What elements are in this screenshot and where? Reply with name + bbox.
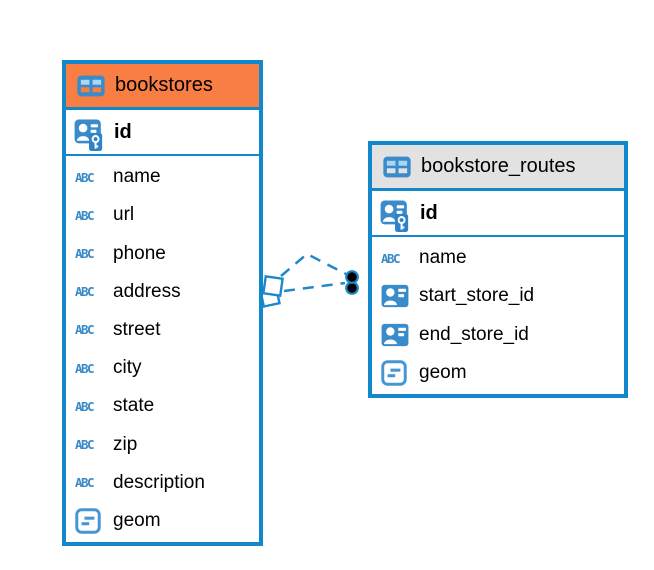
table-header[interactable]: bookstores	[66, 64, 259, 110]
text-type-icon: ABC	[75, 246, 95, 261]
table-header[interactable]: bookstore_routes	[372, 145, 624, 191]
column-row[interactable]: start_store_id	[372, 277, 624, 315]
table-icon	[382, 154, 412, 180]
primary-key-icon	[74, 118, 106, 152]
column-row[interactable]: geom	[372, 354, 624, 392]
table-title: bookstores	[115, 74, 213, 96]
text-type-icon: ABC	[75, 284, 95, 300]
primary-key-label: id	[420, 201, 438, 224]
primary-key-label: id	[114, 120, 132, 143]
column-label: address	[113, 280, 181, 302]
column-label: zip	[113, 433, 138, 455]
table-bookstore-routes[interactable]: bookstore_routes id	[368, 141, 628, 398]
text-type-icon: ABC	[75, 360, 95, 376]
text-type-icon: ABC	[75, 437, 95, 453]
column-row[interactable]: ABC url	[66, 196, 259, 234]
relationship-line-upper[interactable]	[280, 252, 349, 277]
reference-type-icon	[381, 284, 411, 308]
text-type-icon: ABC	[75, 322, 95, 338]
table-icon	[76, 73, 106, 99]
column-row[interactable]: ABC description	[66, 464, 259, 502]
column-label: phone	[113, 242, 166, 264]
geometry-type-icon	[75, 508, 105, 534]
column-row[interactable]: ABC street	[66, 311, 259, 349]
diamond-endpoint-icon	[259, 275, 284, 308]
column-label: geom	[113, 509, 161, 531]
column-row[interactable]: ABC phone	[66, 234, 259, 272]
column-row[interactable]: ABC name	[372, 239, 624, 277]
text-type-icon: ABC	[75, 207, 95, 223]
column-row[interactable]: ABC zip	[66, 425, 259, 463]
column-label: name	[419, 247, 467, 269]
table-title: bookstore_routes	[421, 155, 576, 177]
column-row[interactable]: ABC state	[66, 387, 259, 425]
column-label: city	[113, 357, 142, 379]
text-type-icon: ABC	[381, 250, 401, 266]
primary-key-row[interactable]: id	[66, 110, 259, 156]
relationship-line-lower[interactable]	[283, 281, 346, 293]
text-type-icon: ABC	[75, 475, 95, 491]
column-label: state	[113, 395, 155, 417]
column-row[interactable]: geom	[66, 502, 259, 540]
column-label: street	[113, 318, 161, 340]
column-row[interactable]: ABC name	[66, 158, 259, 196]
column-row[interactable]: ABC city	[66, 349, 259, 387]
table-bookstores[interactable]: bookstores id	[62, 60, 263, 546]
text-type-icon: ABC	[75, 398, 95, 414]
reference-type-icon	[381, 323, 411, 347]
dot-endpoint-icon	[345, 270, 359, 295]
column-label: url	[113, 204, 135, 226]
geometry-type-icon	[381, 360, 411, 386]
column-label: name	[113, 166, 161, 188]
column-row[interactable]: ABC address	[66, 273, 259, 311]
column-list: ABC name start_store_id end_store_id geo…	[372, 237, 624, 394]
column-label: start_store_id	[419, 285, 535, 307]
column-list: ABC name ABC url ABC phone ABC address	[66, 156, 259, 542]
primary-key-icon	[380, 199, 412, 233]
text-type-icon: ABC	[75, 169, 95, 185]
primary-key-row[interactable]: id	[372, 191, 624, 237]
column-label: geom	[419, 361, 467, 383]
column-label: end_store_id	[419, 323, 529, 345]
column-row[interactable]: end_store_id	[372, 316, 624, 354]
column-label: description	[113, 471, 205, 493]
